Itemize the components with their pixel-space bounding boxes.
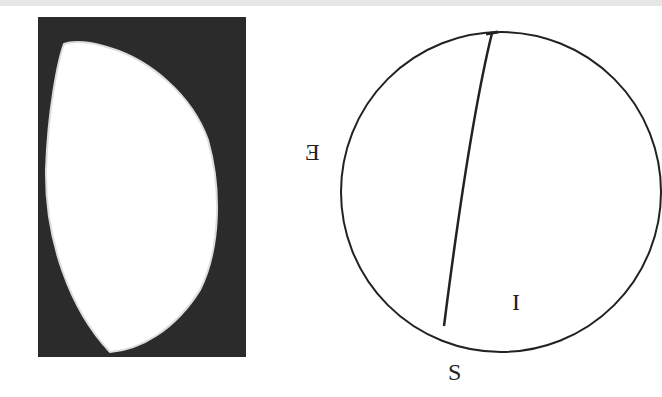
- terminator-tip: [486, 32, 498, 34]
- label-text: E: [305, 140, 320, 164]
- label-text: S: [448, 359, 461, 385]
- top-strip: [0, 0, 662, 6]
- dark-sky: [38, 17, 246, 357]
- direction-label: E: [305, 140, 320, 164]
- disc-outline: [341, 32, 661, 352]
- marker-label: I: [512, 290, 520, 314]
- label-text: I: [512, 289, 520, 315]
- planet-disc: [46, 42, 217, 352]
- direction-label: S: [448, 360, 461, 384]
- terminator-line: [444, 33, 492, 326]
